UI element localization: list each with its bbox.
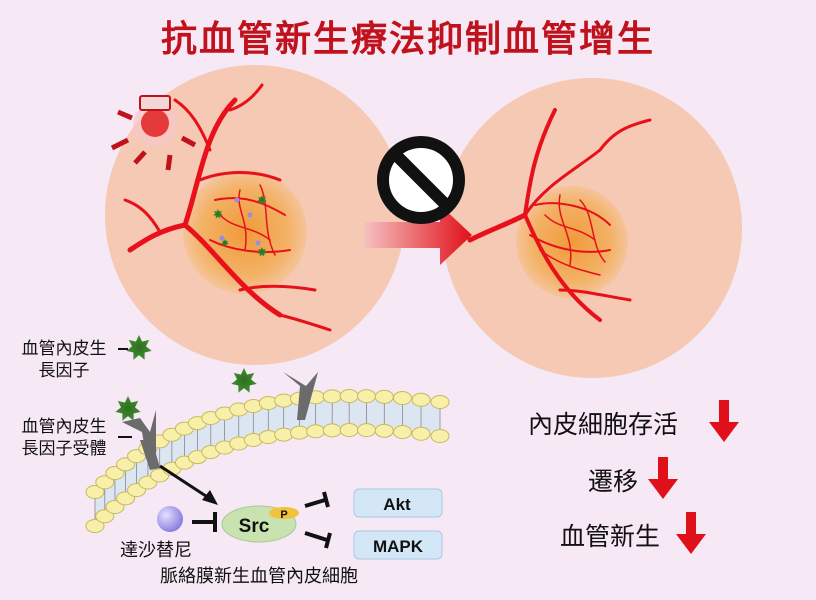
lipid-head — [105, 466, 125, 481]
vegfr-label: 血管內皮生 長因子受體 — [8, 416, 120, 460]
blood-vessel — [198, 171, 282, 182]
src-label: Src — [239, 516, 270, 537]
down-arrow-icons — [648, 400, 739, 554]
down-arrow-icon — [709, 400, 739, 442]
vegf-label-line: 血管內皮生 — [21, 339, 107, 359]
vegf-star-icon — [221, 239, 229, 247]
mapk-box — [353, 530, 443, 560]
blood-vessel — [228, 83, 264, 112]
blood-vessel — [182, 97, 238, 228]
blood-vessel — [558, 288, 632, 302]
lipid-head — [411, 426, 431, 441]
vegfr-label-line: 血管內皮生 — [21, 417, 107, 437]
lipid-head — [85, 519, 105, 533]
retina-before — [105, 65, 405, 365]
phospho-label: P — [280, 509, 287, 521]
blood-vessel — [259, 184, 276, 256]
lipid-head — [392, 425, 412, 440]
lipid-head — [392, 391, 412, 406]
blood-vessel — [238, 189, 247, 251]
blood-vessel — [209, 239, 291, 253]
blood-vessel — [598, 118, 652, 152]
lipid-head — [430, 395, 450, 409]
blood-vessel — [182, 222, 283, 318]
vegfr-label-line: 長因子受體 — [21, 439, 107, 459]
blood-vessel — [214, 197, 286, 216]
dasatinib-molecule — [157, 506, 183, 532]
akt-label: Akt — [383, 495, 411, 514]
blood-vessel — [523, 148, 602, 217]
lipid-head — [322, 389, 342, 404]
lipid-head — [357, 423, 377, 438]
blood-vessel — [534, 202, 611, 226]
membrane-core — [95, 400, 440, 522]
blood-vessel — [219, 214, 271, 241]
vegf-star-icon — [257, 247, 267, 257]
lipid-head — [322, 423, 342, 438]
lipid-head — [95, 475, 115, 490]
lipid-head — [105, 500, 125, 515]
blood-vessel — [544, 214, 596, 241]
particle — [255, 240, 261, 246]
vegf-label: 血管內皮生 長因子 — [8, 338, 120, 382]
blood-vessel — [173, 98, 212, 152]
lipid-head — [95, 509, 115, 524]
particle — [234, 197, 240, 203]
vegf-star-icon — [257, 195, 267, 205]
blood-vessel — [278, 313, 332, 332]
blood-vessel — [579, 199, 606, 263]
lipid-head — [374, 423, 394, 438]
blood-vessel — [123, 198, 162, 234]
blood-vessel — [127, 222, 188, 253]
laser-icon — [110, 95, 197, 171]
lipid-head — [306, 424, 326, 439]
particle — [219, 235, 225, 241]
blood-vessel — [539, 249, 601, 276]
blood-vessel — [467, 212, 528, 243]
retina-after — [442, 78, 742, 378]
effect-migration: 遷移 — [588, 467, 639, 496]
page-title: 抗血管新生療法抑制血管增生 — [160, 19, 655, 60]
vegf-star-icon — [231, 368, 257, 393]
lipid-head — [339, 389, 359, 404]
blood-vessel — [558, 194, 572, 266]
blood-vessel — [238, 284, 317, 292]
vegf-star-icon — [126, 335, 152, 360]
lipid-head — [289, 425, 309, 440]
down-arrow-icon — [648, 457, 678, 499]
lipid-head — [85, 485, 105, 499]
vegf-star-icon — [213, 209, 223, 219]
lipid-head — [339, 423, 359, 438]
effect-survival: 內皮細胞存活 — [528, 410, 679, 439]
lipid-head — [374, 389, 394, 404]
down-arrow-icon — [676, 512, 706, 554]
lipid-head — [411, 392, 431, 407]
lipid-head — [357, 389, 377, 404]
mapk-label: MAPK — [373, 537, 424, 556]
receptor-icon — [122, 372, 318, 470]
arrow-right-icon — [365, 205, 472, 265]
akt-box — [353, 488, 443, 518]
cell-membrane — [85, 389, 450, 533]
lipid-head — [430, 429, 450, 443]
blood-vessel — [523, 108, 557, 217]
lipid-head — [274, 393, 294, 408]
blood-vessel — [523, 213, 602, 322]
particle — [247, 212, 253, 218]
vegf-label-line: 長因子 — [38, 361, 90, 381]
drug-label: 達沙替尼 — [120, 540, 192, 561]
vegf-star-icon — [115, 396, 141, 421]
lipid-head — [274, 427, 294, 442]
effect-angiogenesis: 血管新生 — [560, 522, 661, 551]
cell-label: 脈絡膜新生血管內皮細胞 — [160, 566, 358, 587]
prohibited-icon — [377, 136, 465, 224]
